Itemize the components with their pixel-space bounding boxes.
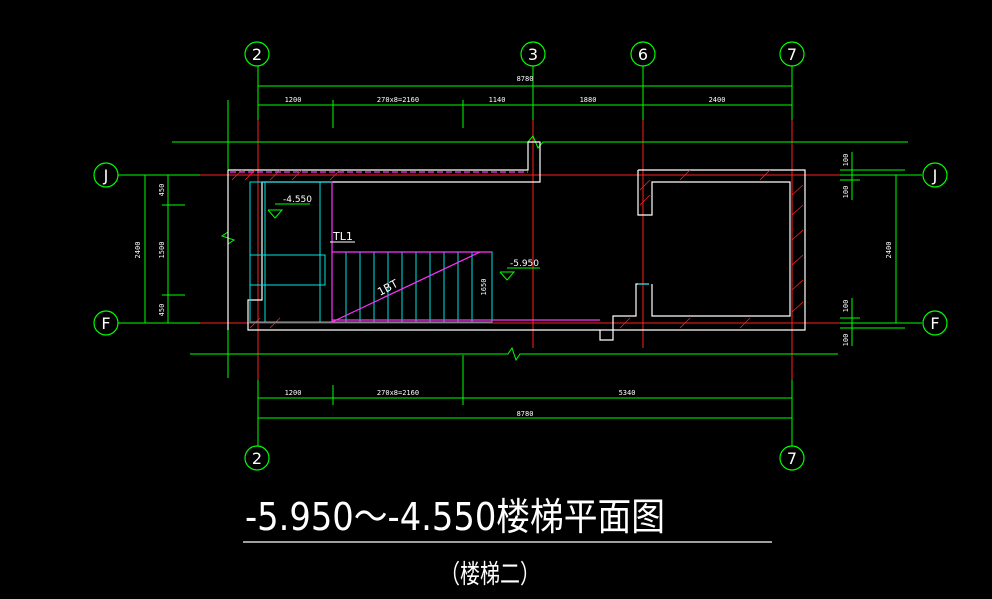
dim-left-outer: 2400 — [134, 242, 142, 259]
dim-right-top-2: 100 — [842, 186, 850, 199]
svg-text:3: 3 — [528, 45, 538, 64]
title-main: -5.950～-4.550楼梯平面图 — [245, 495, 665, 539]
level-marker-lower: -5.950 — [499, 259, 540, 281]
dim-left-seg-1: 450 — [158, 184, 166, 197]
dimensions-bottom — [257, 355, 793, 425]
grid-bubble-top-3: 3 — [520, 41, 546, 67]
dimensions-top — [257, 80, 793, 128]
dim-left-seg-2: 1500 — [158, 242, 166, 259]
grid-bubble-bottom-2: 2 — [244, 445, 270, 471]
stair-diagonal — [331, 251, 481, 323]
dim-bottom-seg-1: 1200 — [285, 389, 302, 397]
svg-text:6: 6 — [638, 45, 648, 64]
dim-top-seg-2: 270x8=2160 — [377, 96, 419, 104]
svg-text:J: J — [103, 166, 109, 185]
grid-bubble-left-J: J — [93, 162, 119, 188]
dimension-texts-left: 2400 450 1500 450 — [134, 184, 166, 317]
grid-bubble-bottom-7: 7 — [779, 445, 805, 471]
svg-text:TL1: TL1 — [332, 230, 353, 243]
dimension-texts-bottom: 1200 270x8=2160 5340 8780 — [285, 389, 636, 418]
grid-bubble-top-7: 7 — [779, 41, 805, 67]
svg-text:-4.550: -4.550 — [283, 195, 312, 205]
stair-width-dim: 1650 — [480, 279, 488, 296]
svg-text:-5.950: -5.950 — [510, 259, 539, 269]
dim-right-bottom-2: 100 — [842, 334, 850, 347]
dim-top-overall: 8780 — [517, 75, 534, 83]
svg-text:2: 2 — [252, 45, 262, 64]
dim-left-seg-3: 450 — [158, 304, 166, 317]
dim-top-seg-5: 2400 — [709, 96, 726, 104]
wall-outer-left-block — [228, 141, 600, 331]
svg-text:7: 7 — [787, 449, 797, 468]
dimension-texts-top: 8780 1200 270x8=2160 1140 1880 2400 — [285, 75, 726, 104]
wall-room-right — [599, 169, 806, 341]
grid-bubble-right-J: J — [922, 162, 948, 188]
walls — [227, 141, 806, 341]
dim-right-outer: 2400 — [885, 242, 893, 259]
dimensions-left — [138, 174, 185, 324]
dim-bottom-seg-2: 270x8=2160 — [377, 389, 419, 397]
svg-text:7: 7 — [787, 45, 797, 64]
dim-top-seg-1: 1200 — [285, 96, 302, 104]
wall-hatches — [231, 169, 804, 329]
grid-bubble-right-F: F — [922, 310, 948, 336]
svg-text:F: F — [101, 314, 110, 333]
dim-right-bottom-1: 100 — [842, 300, 850, 313]
stair-flight — [331, 251, 493, 323]
title-sub: （楼梯二） — [440, 560, 540, 590]
dim-right-top-1: 100 — [842, 154, 850, 167]
dimension-texts-right: 2400 100 100 100 100 — [842, 154, 893, 347]
grid-bubbles: 2 3 6 7 2 7 J F J F — [93, 41, 948, 471]
dim-bottom-overall: 8780 — [517, 410, 534, 418]
dim-top-seg-3: 1140 — [489, 96, 506, 104]
grid-bubble-left-F: F — [93, 310, 119, 336]
svg-text:J: J — [932, 166, 938, 185]
grid-bubble-top-6: 6 — [630, 41, 656, 67]
svg-text:2: 2 — [252, 449, 262, 468]
svg-text:F: F — [930, 314, 939, 333]
grid-bubble-top-2: 2 — [244, 41, 270, 67]
dim-bottom-seg-3: 5340 — [619, 389, 636, 397]
beams — [230, 171, 600, 323]
level-marker-upper: -4.550 — [267, 195, 312, 219]
beam-label: TL1 — [330, 230, 355, 243]
drawing-title: -5.950～-4.550楼梯平面图 （楼梯二） — [243, 495, 772, 590]
dimensions-right — [840, 152, 905, 346]
dim-top-seg-4: 1880 — [580, 96, 597, 104]
